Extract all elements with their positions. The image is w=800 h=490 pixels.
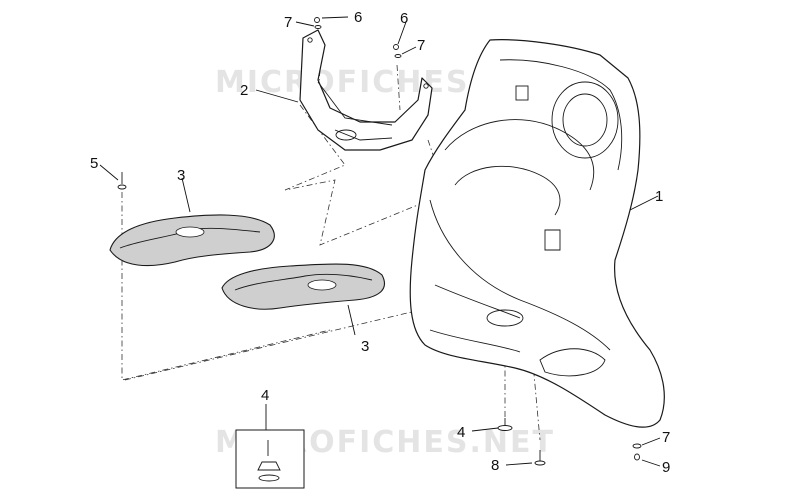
callout-5: 5 xyxy=(90,155,98,172)
callout-6-right: 6 xyxy=(400,10,408,27)
callout-7-right: 7 xyxy=(417,37,425,54)
callout-7-bottom: 7 xyxy=(662,429,670,446)
fastener-6-7-left xyxy=(314,17,322,29)
part-4-detail-box xyxy=(235,404,305,489)
callout-7-left: 7 xyxy=(284,14,292,31)
gasket-upper xyxy=(109,214,275,267)
callout-8: 8 xyxy=(491,457,499,474)
fastener-7-9 xyxy=(632,443,642,461)
callout-3-upper: 3 xyxy=(177,167,185,184)
callout-labels: 1 2 3 3 4 4 5 6 6 7 7 7 8 9 xyxy=(90,9,670,476)
callout-9: 9 xyxy=(662,459,670,476)
screw-5 xyxy=(117,172,127,190)
callout-2: 2 xyxy=(240,82,248,99)
callout-4-rivet: 4 xyxy=(457,424,465,441)
upper-bracket xyxy=(299,29,433,151)
front-shield-body xyxy=(409,39,665,428)
fastener-6-7-right xyxy=(393,44,402,58)
callout-6-left: 6 xyxy=(354,9,362,26)
screw-8 xyxy=(534,450,546,466)
leader-lines xyxy=(99,16,661,467)
callout-1: 1 xyxy=(655,188,663,205)
callout-3-lower: 3 xyxy=(361,338,369,355)
gasket-lower xyxy=(221,263,385,310)
callout-4-inset: 4 xyxy=(261,387,269,404)
